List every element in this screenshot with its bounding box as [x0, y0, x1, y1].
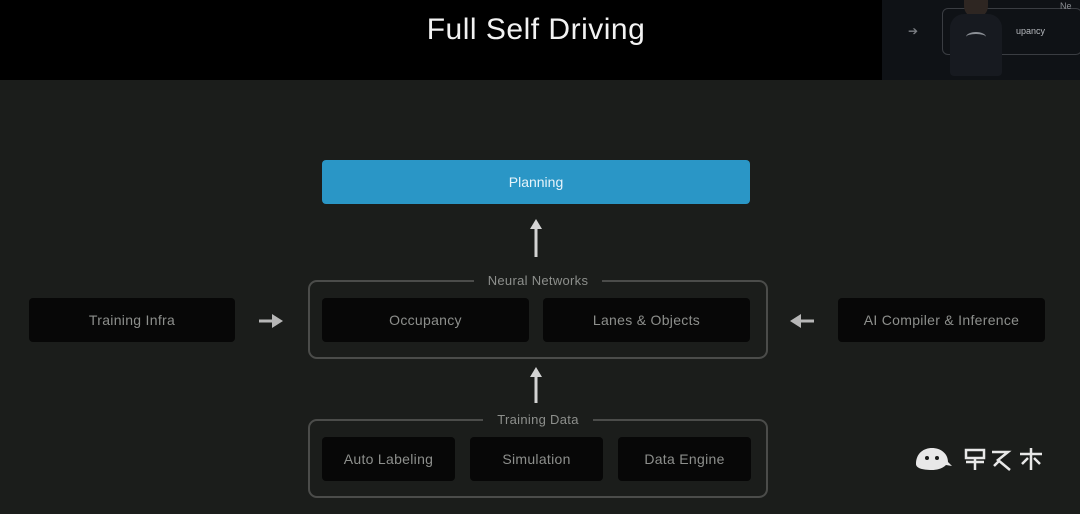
auto-labeling-box: Auto Labeling — [322, 437, 455, 481]
training-data-label: Training Data — [483, 412, 593, 427]
training-data-group: Training Data — [308, 412, 768, 498]
lanes-objects-box: Lanes & Objects — [543, 298, 750, 342]
pip-label-occupancy: upancy — [1016, 26, 1046, 36]
shirt-logo-icon — [966, 32, 986, 42]
pip-slide-box — [942, 8, 1080, 55]
watermark-logo — [916, 448, 1042, 471]
presenter-head — [964, 0, 988, 18]
simulation-box: Simulation — [470, 437, 603, 481]
presenter-body — [950, 14, 1002, 76]
presenter-video-inset: ➔ Ne upancy — [882, 0, 1080, 80]
training-infra-box: Training Infra — [29, 298, 235, 342]
arrow-up-to-planning-icon — [530, 219, 542, 257]
slide-title: Full Self Driving — [426, 13, 646, 46]
pip-label-top: Ne — [1060, 1, 1072, 11]
data-engine-box: Data Engine — [618, 437, 751, 481]
planning-box: Planning — [322, 160, 750, 204]
arrow-left-icon — [790, 314, 814, 328]
neural-networks-label: Neural Networks — [473, 273, 603, 288]
arrow-up-to-neural-networks-icon — [530, 367, 542, 403]
occupancy-box: Occupancy — [322, 298, 529, 342]
ai-compiler-inference-box: AI Compiler & Inference — [838, 298, 1045, 342]
pip-arrow-icon: ➔ — [908, 24, 919, 38]
arrow-right-icon — [259, 314, 283, 328]
neural-networks-group: Neural Networks — [308, 273, 768, 359]
